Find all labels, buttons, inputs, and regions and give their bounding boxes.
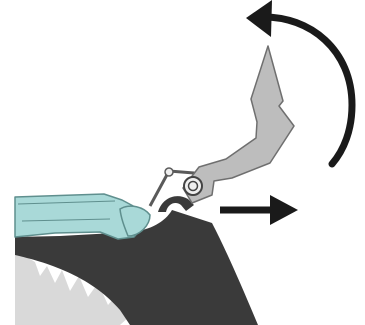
arrow-right-head-icon — [270, 195, 298, 225]
dark-housing — [15, 210, 258, 325]
link-pin — [164, 167, 174, 177]
gray-lever — [182, 45, 295, 204]
light-base — [15, 250, 130, 325]
housing-hook — [158, 196, 194, 212]
tray-rim — [119, 205, 151, 237]
tray-line — [21, 218, 111, 222]
curved-arrow-counterclockwise-icon — [258, 13, 356, 168]
rotation-arrowhead-icon — [246, 0, 272, 37]
tray-line — [17, 200, 116, 205]
pivot-bolt — [187, 180, 199, 192]
